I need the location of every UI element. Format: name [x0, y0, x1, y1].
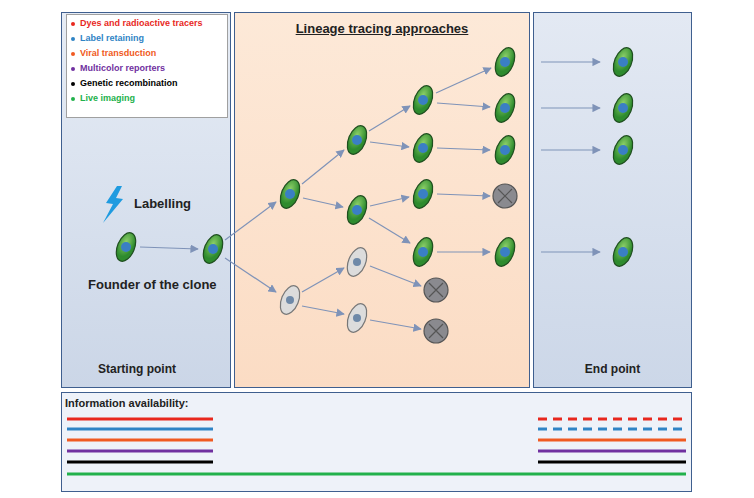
legend-item: Label retaining	[71, 33, 144, 43]
lineage-arrow	[436, 68, 491, 93]
legend-bullet	[71, 22, 75, 26]
lineage-arrow	[541, 251, 600, 252]
legend-box: Dyes and radioactive tracersLabel retain…	[66, 14, 228, 118]
legend-bullet	[71, 37, 75, 41]
lineage-arrow	[437, 103, 490, 107]
labelled-cell	[491, 133, 518, 167]
lineage-arrow	[437, 251, 490, 252]
lineage-arrow	[302, 268, 344, 292]
labelled-cell	[409, 235, 436, 269]
lineage-arrow	[303, 198, 343, 207]
labelled-cell	[609, 133, 636, 167]
lineage-arrow	[225, 258, 276, 292]
dead-cell	[424, 319, 448, 343]
labelled-cell	[343, 123, 370, 157]
legend-bullet	[71, 82, 75, 86]
panel-box: End point	[533, 12, 692, 388]
lineage-arrow	[541, 61, 600, 62]
unlabelled-cell	[276, 283, 303, 317]
panel-label: Starting point	[98, 362, 176, 376]
legend-text: Genetic recombination	[80, 78, 178, 88]
availability-line	[538, 461, 686, 464]
lineage-arrow	[225, 202, 276, 240]
lineage-arrow	[437, 194, 490, 196]
lineage-arrow	[541, 149, 600, 150]
legend-item: Dyes and radioactive tracers	[71, 18, 203, 28]
legend-text: Live imaging	[80, 93, 135, 103]
lineage-arrow	[302, 150, 344, 184]
panel-heading: Lineage tracing approaches	[235, 21, 529, 36]
labelled-cell	[491, 45, 518, 79]
legend-bullet	[71, 67, 75, 71]
labelled-cell	[609, 91, 636, 125]
availability-line	[67, 473, 686, 476]
legend-text: Multicolor reporters	[80, 63, 165, 73]
legend-item: Live imaging	[71, 93, 135, 103]
lineage-arrow	[370, 320, 421, 329]
dead-cell	[493, 184, 517, 208]
legend-text: Viral transduction	[80, 48, 156, 58]
labelled-cell	[609, 235, 636, 269]
panel-box: Information availability:	[61, 392, 692, 492]
labelled-cell	[609, 45, 636, 79]
availability-line	[67, 450, 213, 453]
labelled-cell	[409, 83, 436, 117]
unlabelled-cell	[343, 301, 370, 335]
legend-bullet	[71, 52, 75, 56]
legend-item: Viral transduction	[71, 48, 156, 58]
availability-line	[67, 439, 213, 442]
panel-label: Information availability:	[65, 397, 188, 409]
lineage-arrow	[140, 247, 198, 249]
availability-line	[538, 450, 686, 453]
labelled-cell	[343, 193, 370, 227]
lineage-arrow	[370, 266, 421, 286]
lineage-arrow	[370, 142, 409, 147]
labelled-cell	[112, 230, 139, 264]
legend-bullet	[71, 97, 75, 101]
lineage-arrow	[369, 218, 410, 243]
lineage-arrow	[302, 306, 344, 314]
panel-label: Founder of the clone	[88, 277, 217, 292]
lineage-arrow	[541, 107, 600, 108]
lineage-arrow	[370, 197, 409, 206]
legend-text: Label retaining	[80, 33, 144, 43]
availability-line	[538, 418, 686, 421]
availability-line	[538, 439, 686, 442]
panel-label: End point	[534, 362, 691, 376]
panel-label: Labelling	[134, 196, 191, 211]
availability-line	[538, 428, 686, 431]
labelled-cell	[491, 235, 518, 269]
labelled-cell	[409, 177, 436, 211]
dead-cell	[424, 278, 448, 302]
legend-item: Genetic recombination	[71, 78, 178, 88]
panel-box: Lineage tracing approaches	[234, 12, 530, 388]
lineage-arrow	[437, 148, 490, 150]
labelled-cell	[409, 131, 436, 165]
labelled-cell	[276, 177, 303, 211]
availability-line	[67, 428, 213, 431]
legend-text: Dyes and radioactive tracers	[80, 18, 203, 28]
lineage-arrow	[369, 106, 410, 131]
lightning-bolt	[103, 186, 123, 223]
legend-item: Multicolor reporters	[71, 63, 165, 73]
labelled-cell	[199, 232, 226, 266]
availability-line	[67, 461, 213, 464]
availability-line	[67, 418, 213, 421]
unlabelled-cell	[343, 245, 370, 279]
labelled-cell	[491, 91, 518, 125]
